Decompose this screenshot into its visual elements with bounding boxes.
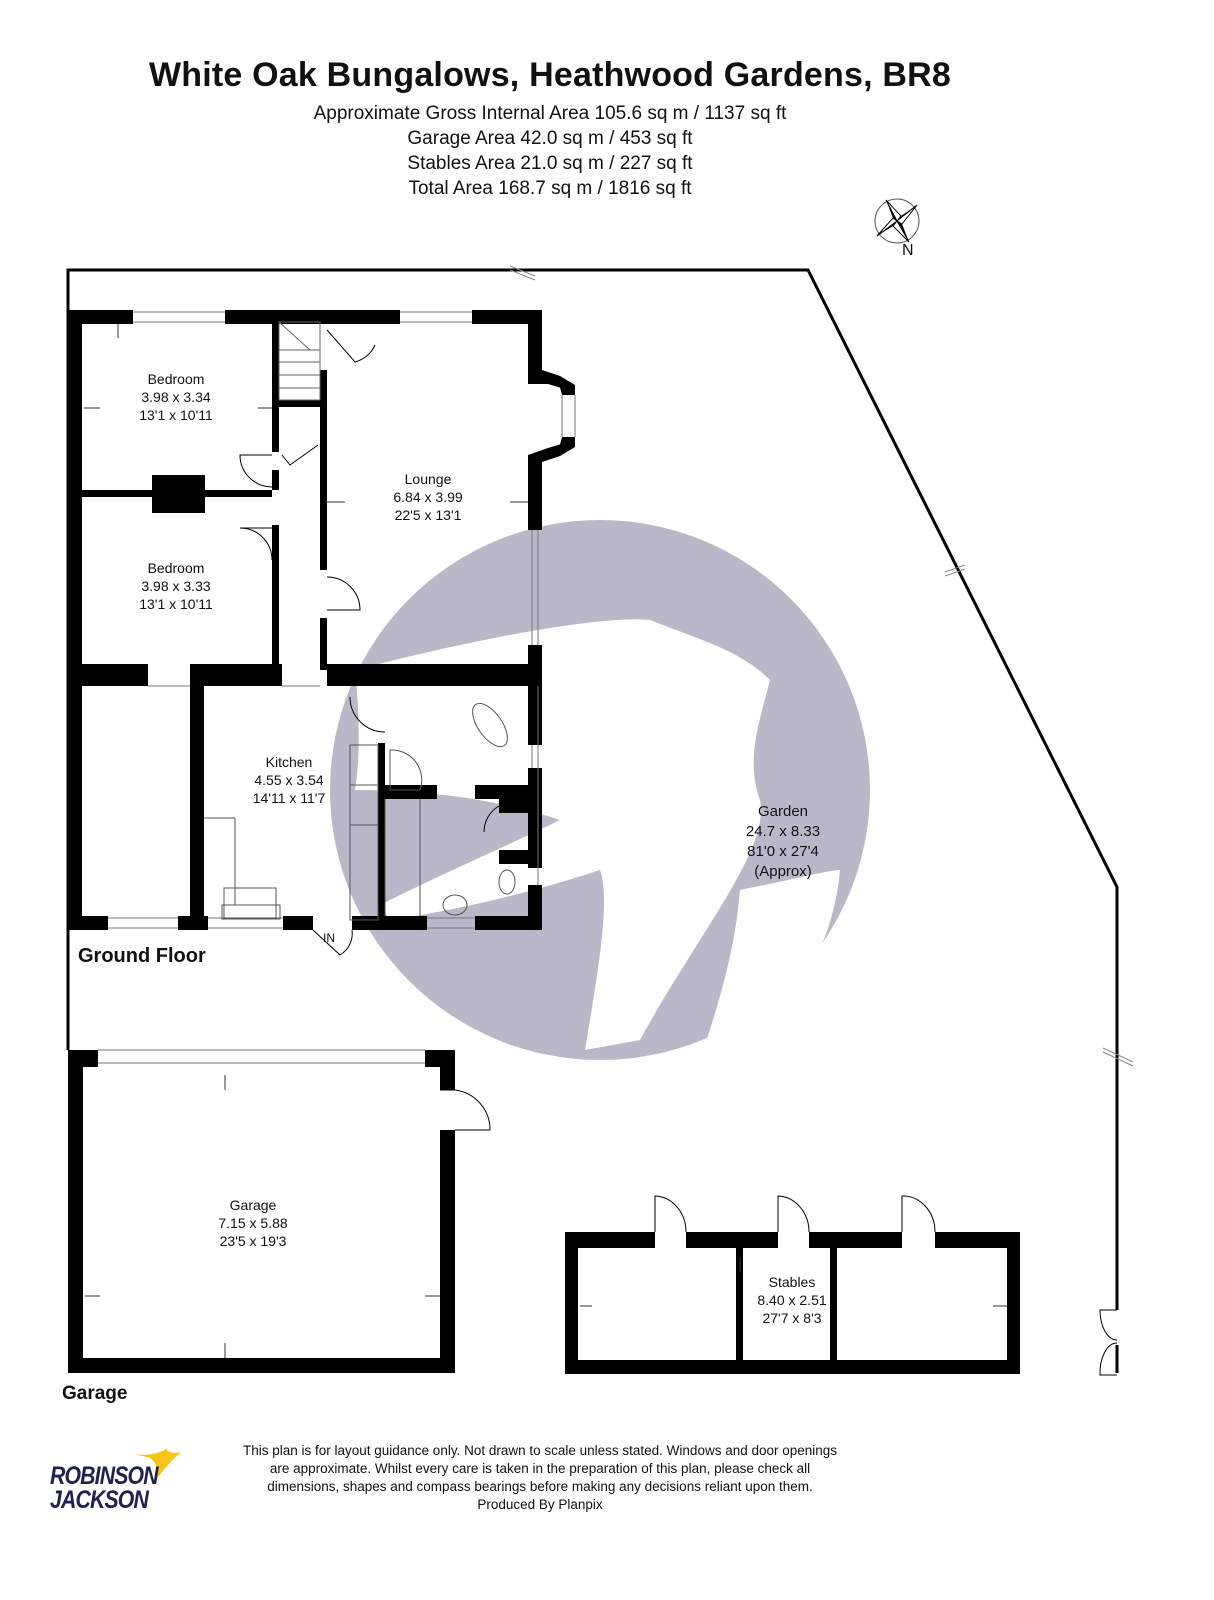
stables-area: Stables Area 21.0 sq m / 227 sq ft [407, 153, 693, 174]
garage-area: Garage Area 42.0 sq m / 453 sq ft [407, 128, 693, 149]
room-imperial: 13'1 x 10'11 [139, 407, 213, 423]
logo-line-2: JACKSON [50, 1486, 149, 1514]
room-imperial: 81'0 x 27'4 [747, 843, 819, 860]
entrance-label: IN [323, 931, 335, 945]
room-label-bedroom-1: Bedroom 3.98 x 3.34 13'1 x 10'11 [139, 370, 213, 424]
room-imperial: 22'5 x 13'1 [394, 507, 462, 523]
room-metric: 6.84 x 3.99 [393, 489, 463, 505]
room-label-garden: Garden 24.7 x 8.33 81'0 x 27'4 (Approx) [746, 802, 820, 882]
compass-rose-icon [874, 198, 920, 244]
room-label-kitchen: Kitchen 4.55 x 3.54 14'11 x 11'7 [253, 753, 326, 807]
north-label: N [902, 242, 914, 259]
room-imperial: 13'1 x 10'11 [139, 596, 213, 612]
room-imperial: 14'11 x 11'7 [252, 790, 326, 806]
robinson-jackson-logo: ROBINSON JACKSON [50, 1448, 190, 1528]
room-metric: 24.7 x 8.33 [745, 823, 821, 840]
room-name: Kitchen [265, 754, 313, 770]
room-imperial: 27'7 x 8'3 [762, 1310, 822, 1326]
disclaimer-text: This plan is for layout guidance only. N… [242, 1443, 838, 1512]
room-metric: 8.40 x 2.51 [757, 1292, 827, 1308]
room-name: Stables [768, 1274, 816, 1290]
total-area: Total Area 168.7 sq m / 1816 sq ft [408, 178, 692, 199]
room-imperial: 23'5 x 19'3 [219, 1233, 287, 1249]
floor-label-garage: Garage [62, 1383, 128, 1404]
room-label-garage: Garage 7.15 x 5.88 23'5 x 19'3 [218, 1196, 287, 1250]
room-note: (Approx) [754, 863, 812, 880]
floor-label-ground: Ground Floor [78, 945, 206, 967]
room-metric: 3.98 x 3.33 [141, 578, 211, 594]
gross-internal-area: Approximate Gross Internal Area 105.6 sq… [313, 103, 787, 124]
room-metric: 7.15 x 5.88 [218, 1215, 288, 1231]
room-name: Bedroom [147, 560, 205, 576]
room-name: Lounge [404, 471, 452, 487]
plan-title: White Oak Bungalows, Heathwood Gardens, … [148, 56, 952, 94]
room-label-bedroom-2: Bedroom 3.98 x 3.33 13'1 x 10'11 [139, 559, 213, 613]
room-label-stables: Stables 8.40 x 2.51 27'7 x 8'3 [757, 1273, 826, 1327]
room-metric: 4.55 x 3.54 [254, 772, 324, 788]
watermark-logo [330, 520, 870, 1060]
room-name: Garden [757, 803, 809, 820]
swallow-icon [136, 1448, 182, 1480]
room-name: Bedroom [147, 371, 205, 387]
room-label-lounge: Lounge 6.84 x 3.99 22'5 x 13'1 [393, 470, 462, 524]
stables-walls [565, 1232, 1020, 1374]
room-metric: 3.98 x 3.34 [141, 389, 211, 405]
room-name: Garage [229, 1197, 277, 1213]
garage-walls [68, 1050, 455, 1373]
logo-line-1: ROBINSON [50, 1462, 159, 1490]
